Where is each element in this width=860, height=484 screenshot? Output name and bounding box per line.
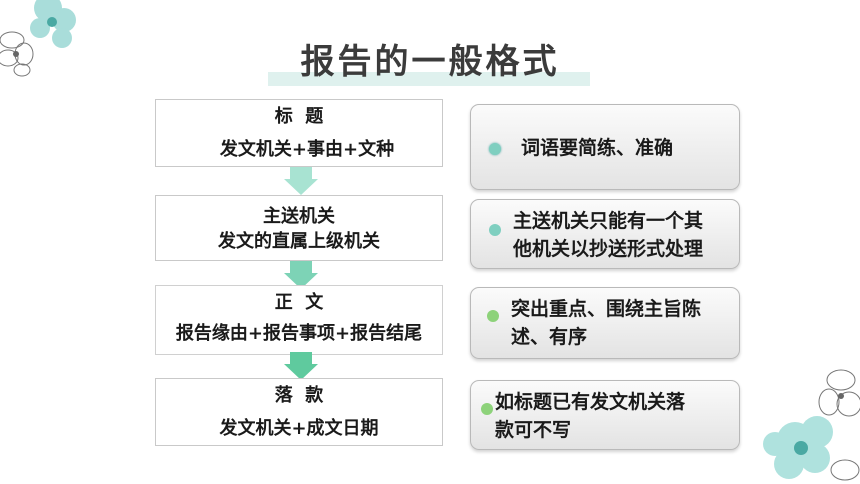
step-box-signature: 落 款 发文机关+成文日期 bbox=[155, 378, 443, 446]
step-box-recipient: 主送机关 发文的直属上级机关 bbox=[155, 195, 443, 261]
down-arrow-icon bbox=[284, 352, 318, 380]
note-line: 款可不写 bbox=[495, 419, 572, 441]
flower-decoration-bottom-right bbox=[763, 369, 860, 481]
step-heading: 标 题 bbox=[274, 106, 324, 127]
page-title: 报告的一般格式 bbox=[300, 42, 560, 82]
bullet-dot-icon bbox=[489, 224, 501, 236]
step-box-title: 标 题 发文机关+事由+文种 bbox=[155, 99, 443, 167]
step-detail: 发文机关+事由+文种 bbox=[219, 138, 395, 160]
bullet-dot-icon bbox=[489, 143, 501, 155]
down-arrow-icon bbox=[284, 261, 318, 289]
note-line: 他机关以抄送形式处理 bbox=[513, 238, 704, 260]
note-line: 主送机关只能有一个其 bbox=[513, 210, 704, 232]
down-arrow-icon bbox=[284, 167, 318, 195]
flower-decoration-top-left bbox=[0, 0, 76, 77]
step-heading: 落 款 bbox=[274, 385, 324, 406]
note-line: 突出重点、围绕主旨陈 bbox=[511, 298, 702, 320]
note-line: 述、有序 bbox=[511, 326, 588, 348]
step-detail: 发文的直属上级机关 bbox=[218, 230, 380, 252]
step-heading: 正 文 bbox=[274, 292, 324, 313]
step-detail: 发文机关+成文日期 bbox=[219, 417, 379, 439]
step-detail: 报告缘由+报告事项+报告结尾 bbox=[175, 322, 423, 344]
note-card: 如标题已有发文机关落 款可不写 bbox=[470, 380, 740, 450]
title-underline bbox=[268, 72, 590, 86]
step-box-body: 正 文 报告缘由+报告事项+报告结尾 bbox=[155, 285, 443, 355]
step-heading: 主送机关 bbox=[263, 206, 335, 227]
note-card: 词语要简练、准确 bbox=[470, 104, 740, 190]
note-card: 主送机关只能有一个其 他机关以抄送形式处理 bbox=[470, 199, 740, 269]
bullet-dot-icon bbox=[481, 403, 493, 415]
note-line: 如标题已有发文机关落 bbox=[495, 391, 686, 413]
note-card: 突出重点、围绕主旨陈 述、有序 bbox=[470, 287, 740, 359]
note-line: 词语要简练、准确 bbox=[521, 137, 674, 159]
bullet-dot-icon bbox=[487, 310, 499, 322]
